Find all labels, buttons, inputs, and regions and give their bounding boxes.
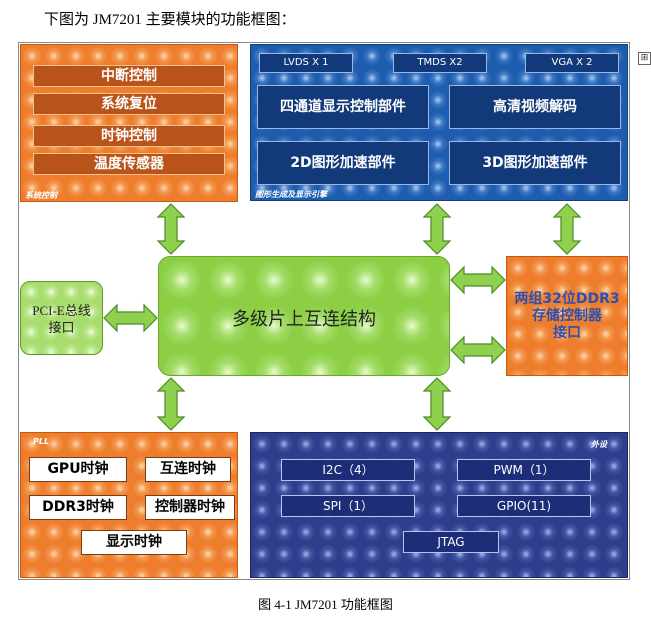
ddr3-label-line3: 接口	[553, 325, 581, 341]
controller-clock-box: 控制器时钟	[145, 495, 235, 520]
ddr3-label-line2: 存储控制器	[532, 308, 602, 324]
vga-output-tag: VGA X 2	[525, 53, 619, 73]
jtag-box: JTAG	[403, 531, 499, 553]
peripherals-block: 外设 I2C（4） PWM（1） SPI（1） GPIO(11) JTAG	[250, 432, 628, 578]
peripherals-label: 外设	[591, 440, 607, 449]
pwm-box: PWM（1）	[457, 459, 591, 481]
3d-accel-box: 3D图形加速部件	[449, 141, 621, 185]
tmds-output-tag: TMDS X2	[393, 53, 487, 73]
ddr3-clock-box: DDR3时钟	[29, 495, 127, 520]
gpu-clock-box: GPU时钟	[29, 457, 127, 482]
intro-text: 下图为 JM7201 主要模块的功能框图：	[44, 12, 296, 28]
arrow-system-control-interconnect	[156, 203, 186, 255]
arrow-interconnect-pll	[156, 377, 186, 431]
interconnect-block: 多级片上互连结构	[158, 256, 450, 376]
lvds-output-tag: LVDS X 1	[259, 53, 353, 73]
hd-video-decode-box: 高清视频解码	[449, 85, 621, 129]
display-control-box: 四通道显示控制部件	[257, 85, 429, 129]
pcie-label-line2: 接口	[48, 320, 75, 335]
arrow-interconnect-ddr3-top	[450, 265, 506, 295]
system-control-label: 系统控制	[25, 191, 57, 200]
arrow-pcie-interconnect	[103, 303, 158, 333]
spi-box: SPI（1）	[281, 495, 415, 517]
gpio-box: GPIO(11)	[457, 495, 591, 517]
system-control-block: 中断控制 系统复位 时钟控制 温度传感器 系统控制	[20, 44, 238, 202]
arrow-graphics-ddr3	[552, 203, 582, 255]
arrow-interconnect-ddr3-bottom	[450, 335, 506, 365]
i2c-box: I2C（4）	[281, 459, 415, 481]
ddr3-controller-block: 两组32位DDR3 存储控制器 接口	[506, 256, 628, 376]
display-clock-box: 显示时钟	[81, 530, 187, 555]
clock-control-box: 时钟控制	[33, 125, 225, 147]
system-reset-box: 系统复位	[33, 93, 225, 115]
interrupt-control-box: 中断控制	[33, 65, 225, 87]
2d-accel-box: 2D图形加速部件	[257, 141, 429, 185]
arrow-graphics-interconnect	[422, 203, 452, 255]
figure-caption: 图 4-1 JM7201 功能框图	[258, 597, 393, 612]
graphics-engine-block: LVDS X 1 TMDS X2 VGA X 2 四通道显示控制部件 高清视频解…	[250, 44, 628, 201]
pcie-label: PCI-E总线 接口	[21, 302, 102, 336]
pcie-label-line1: PCI-E总线	[32, 303, 91, 318]
ddr3-label-line1: 两组32位DDR3	[514, 291, 620, 307]
pll-block: PLL GPU时钟 互连时钟 DDR3时钟 控制器时钟 显示时钟	[20, 432, 238, 578]
arrow-interconnect-peripherals	[422, 377, 452, 431]
pcie-block: PCI-E总线 接口	[20, 281, 103, 355]
interconnect-clock-box: 互连时钟	[145, 457, 231, 482]
ddr3-label: 两组32位DDR3 存储控制器 接口	[507, 291, 627, 342]
interconnect-label: 多级片上互连结构	[232, 309, 376, 330]
temperature-sensor-box: 温度传感器	[33, 153, 225, 175]
graphics-engine-label: 图形生成及显示引擎	[255, 190, 327, 199]
pll-label: PLL	[33, 437, 50, 446]
